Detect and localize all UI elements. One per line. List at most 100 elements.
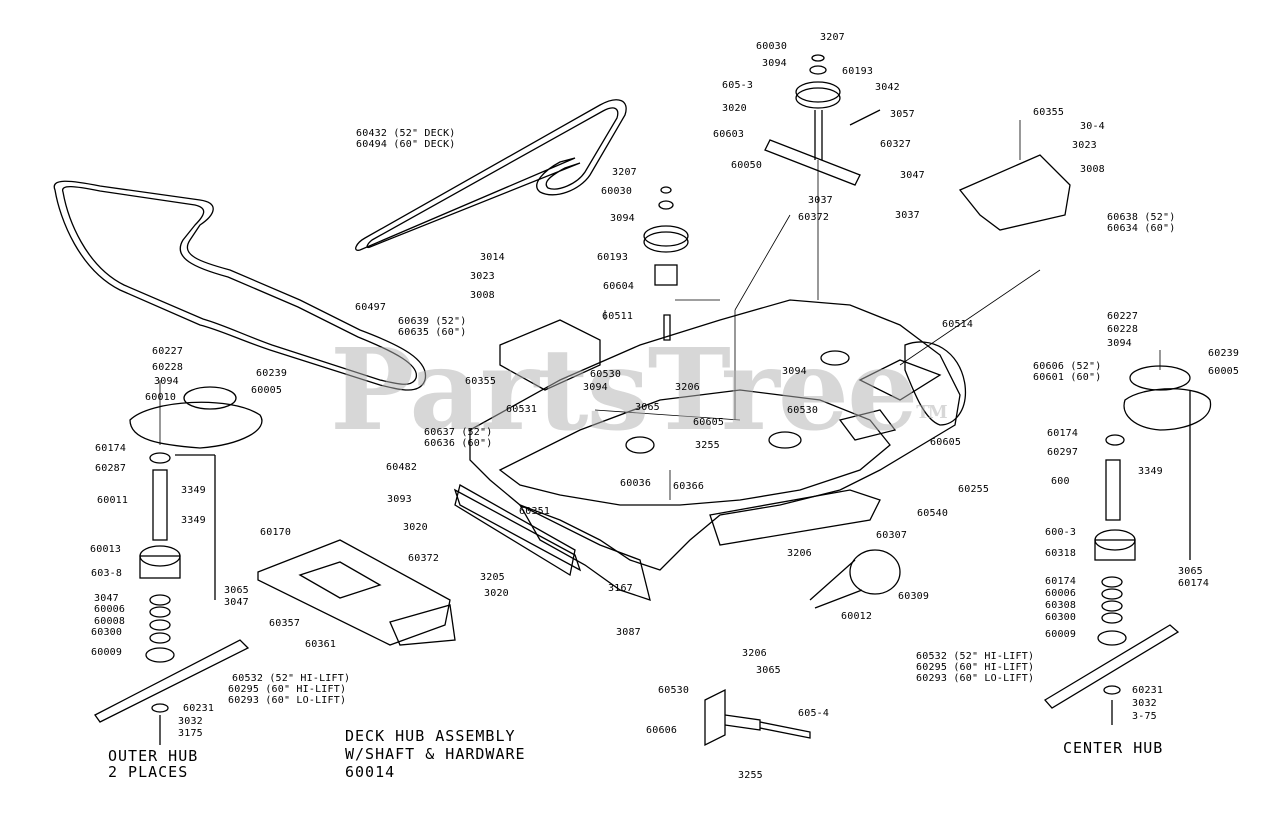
part-label[interactable]: 3-75 bbox=[1132, 711, 1157, 722]
part-label[interactable]: 60309 bbox=[898, 591, 930, 602]
part-label[interactable]: 60532 (52" HI-LIFT) bbox=[232, 673, 351, 684]
part-label[interactable]: 3094 bbox=[154, 376, 179, 387]
part-label[interactable]: 3014 bbox=[480, 252, 505, 263]
part-label[interactable]: 60287 bbox=[95, 463, 127, 474]
part-label[interactable]: 3094 bbox=[782, 366, 807, 377]
part-label[interactable]: 60174 bbox=[95, 443, 127, 454]
part-label[interactable]: 60227 bbox=[1107, 311, 1139, 322]
part-label[interactable]: 60036 bbox=[620, 478, 652, 489]
part-label[interactable]: 3093 bbox=[387, 494, 412, 505]
part-label[interactable]: 3349 bbox=[181, 515, 206, 526]
part-label[interactable]: 3349 bbox=[181, 485, 206, 496]
part-label[interactable]: 60174 bbox=[1045, 576, 1077, 587]
part-label[interactable]: 60010 bbox=[145, 392, 177, 403]
part-label[interactable]: 3023 bbox=[470, 271, 495, 282]
part-label[interactable]: 60011 bbox=[97, 495, 129, 506]
part-label[interactable]: 60530 bbox=[658, 685, 690, 696]
part-label[interactable]: 60300 bbox=[1045, 612, 1077, 623]
part-label[interactable]: 60293 (60" LO-LIFT) bbox=[228, 695, 347, 706]
part-label[interactable]: 3255 bbox=[738, 770, 763, 781]
part-label[interactable]: 60605 bbox=[930, 437, 962, 448]
part-label[interactable]: 60327 bbox=[880, 139, 912, 150]
part-label[interactable]: 3065 bbox=[1178, 566, 1203, 577]
part-label[interactable]: 60006 bbox=[94, 604, 126, 615]
part-label[interactable]: 3206 bbox=[742, 648, 767, 659]
part-label[interactable]: 60050 bbox=[731, 160, 763, 171]
part-label[interactable]: 3094 bbox=[610, 213, 635, 224]
part-label[interactable]: 603-8 bbox=[91, 568, 123, 579]
part-label[interactable]: 60300 bbox=[91, 627, 123, 638]
part-label[interactable]: 3020 bbox=[484, 588, 509, 599]
part-label[interactable]: 60228 bbox=[152, 362, 184, 373]
part-label[interactable]: 605-4 bbox=[798, 708, 830, 719]
part-label[interactable]: 60005 bbox=[1208, 366, 1240, 377]
part-label[interactable]: 60639 (52") bbox=[398, 316, 467, 327]
part-label[interactable]: 60239 bbox=[256, 368, 288, 379]
part-label[interactable]: 60228 bbox=[1107, 324, 1139, 335]
part-label[interactable]: 3094 bbox=[1107, 338, 1132, 349]
part-label[interactable]: 3047 bbox=[900, 170, 925, 181]
part-label[interactable]: 60005 bbox=[251, 385, 283, 396]
part-label[interactable]: 60355 bbox=[465, 376, 497, 387]
part-label[interactable]: 3094 bbox=[583, 382, 608, 393]
part-label[interactable]: 60351 bbox=[519, 506, 551, 517]
part-label[interactable]: 3065 bbox=[635, 402, 660, 413]
part-label[interactable]: 60231 bbox=[1132, 685, 1164, 696]
part-label[interactable]: 3023 bbox=[1072, 140, 1097, 151]
part-label[interactable]: 60293 (60" LO-LIFT) bbox=[916, 673, 1035, 684]
part-label[interactable]: 3167 bbox=[608, 583, 633, 594]
part-label[interactable]: 60482 bbox=[386, 462, 418, 473]
part-label[interactable]: 60601 (60") bbox=[1033, 372, 1102, 383]
part-label[interactable]: 60361 bbox=[305, 639, 337, 650]
part-label[interactable]: 3087 bbox=[616, 627, 641, 638]
part-label[interactable]: 60193 bbox=[597, 252, 629, 263]
part-label[interactable]: 605-3 bbox=[722, 80, 754, 91]
part-label[interactable]: 60638 (52") bbox=[1107, 212, 1176, 223]
part-label[interactable]: 60318 bbox=[1045, 548, 1077, 559]
part-label[interactable]: 3057 bbox=[890, 109, 915, 120]
part-label[interactable]: 60295 (60" HI-LIFT) bbox=[916, 662, 1035, 673]
part-label[interactable]: 3037 bbox=[895, 210, 920, 221]
part-label[interactable]: 60606 bbox=[646, 725, 678, 736]
part-label[interactable]: 3255 bbox=[695, 440, 720, 451]
part-label[interactable]: 3032 bbox=[1132, 698, 1157, 709]
part-label[interactable]: 60372 bbox=[798, 212, 830, 223]
part-label[interactable]: 60634 (60") bbox=[1107, 223, 1176, 234]
part-label[interactable]: 3349 bbox=[1138, 466, 1163, 477]
part-label[interactable]: 60170 bbox=[260, 527, 292, 538]
part-label[interactable]: 60012 bbox=[841, 611, 873, 622]
part-label[interactable]: 3032 bbox=[178, 716, 203, 727]
part-label[interactable]: 3175 bbox=[178, 728, 203, 739]
part-label[interactable]: 60635 (60") bbox=[398, 327, 467, 338]
part-label[interactable]: 60030 bbox=[756, 41, 788, 52]
part-label[interactable]: 60366 bbox=[673, 481, 705, 492]
part-label[interactable]: 3207 bbox=[820, 32, 845, 43]
part-label[interactable]: 3020 bbox=[403, 522, 428, 533]
part-label[interactable]: 3042 bbox=[875, 82, 900, 93]
part-label[interactable]: 60013 bbox=[90, 544, 122, 555]
part-label[interactable]: 60006 bbox=[1045, 588, 1077, 599]
part-label[interactable]: 60494 (60" DECK) bbox=[356, 139, 456, 150]
part-label[interactable]: 60231 bbox=[183, 703, 215, 714]
part-label[interactable]: 3206 bbox=[787, 548, 812, 559]
part-label[interactable]: 60530 bbox=[590, 369, 622, 380]
part-label[interactable]: 600 bbox=[1051, 476, 1070, 487]
part-label[interactable]: 60372 bbox=[408, 553, 440, 564]
part-label[interactable]: 60357 bbox=[269, 618, 301, 629]
part-label[interactable]: 60009 bbox=[91, 647, 123, 658]
part-label[interactable]: 600-3 bbox=[1045, 527, 1077, 538]
part-label[interactable]: 3205 bbox=[480, 572, 505, 583]
part-label[interactable]: 30-4 bbox=[1080, 121, 1105, 132]
part-label[interactable]: 60030 bbox=[601, 186, 633, 197]
part-label[interactable]: 60239 bbox=[1208, 348, 1240, 359]
part-label[interactable]: 60009 bbox=[1045, 629, 1077, 640]
part-label[interactable]: 60514 bbox=[942, 319, 974, 330]
part-label[interactable]: 3206 bbox=[675, 382, 700, 393]
part-label[interactable]: 3047 bbox=[224, 597, 249, 608]
part-label[interactable]: 3020 bbox=[722, 103, 747, 114]
part-label[interactable]: 60530 bbox=[787, 405, 819, 416]
part-label[interactable]: 60604 bbox=[603, 281, 635, 292]
part-label[interactable]: 3008 bbox=[1080, 164, 1105, 175]
part-label[interactable]: 60605 bbox=[693, 417, 725, 428]
part-label[interactable]: 60531 bbox=[506, 404, 538, 415]
